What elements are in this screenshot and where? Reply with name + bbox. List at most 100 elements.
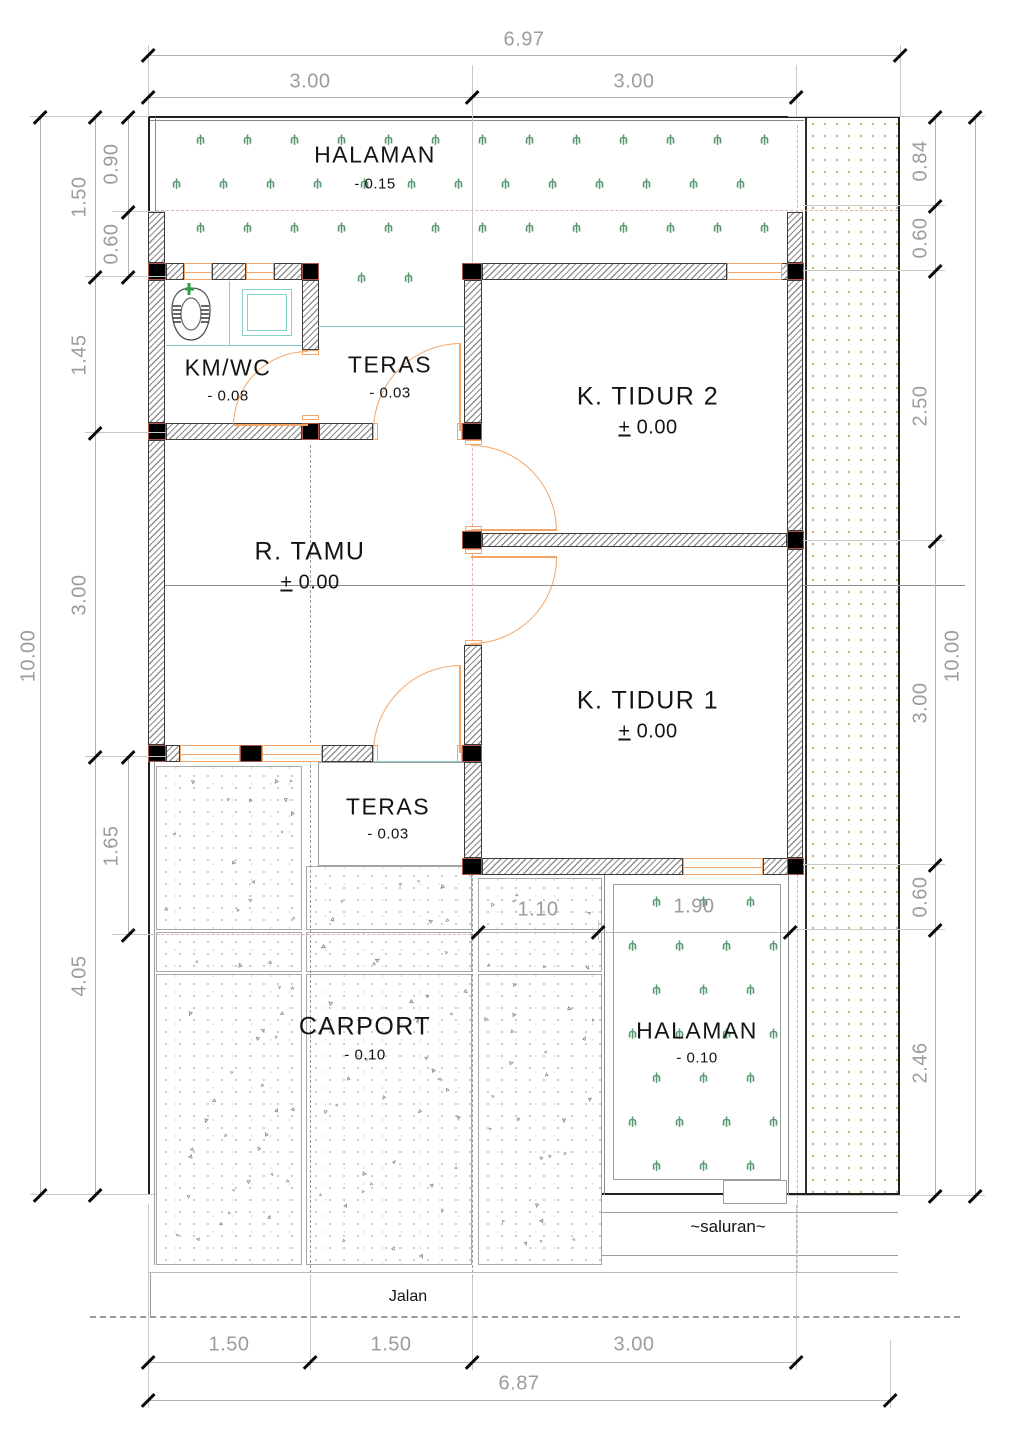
dim-bottom: 1.50 — [370, 1333, 412, 1356]
grass-icon: ψ — [478, 134, 488, 148]
door-jamb — [465, 549, 482, 554]
extension-line — [796, 65, 797, 117]
wall-segment — [212, 263, 246, 280]
grass-icon: ψ — [746, 896, 756, 910]
window — [683, 858, 763, 875]
concrete-mark-icon: ▵ — [429, 1182, 435, 1191]
concrete-mark-icon: ▵ — [247, 796, 255, 805]
kmwc-floor-line — [229, 281, 230, 345]
concrete-mark-icon: ▵ — [538, 1238, 545, 1245]
gravel-strip-right — [805, 118, 899, 1195]
extension-line — [112, 934, 160, 935]
concrete-mark-icon: ▵ — [333, 1101, 340, 1109]
concrete-mark-icon: ▵ — [543, 1070, 549, 1079]
door-arc — [373, 665, 461, 753]
concrete-mark-icon: ▵ — [489, 1094, 497, 1099]
carport-slab: ▵▵▵ — [156, 932, 302, 972]
grass-icon: ψ — [525, 134, 535, 148]
wall-segment — [319, 423, 373, 440]
grass-icon: ψ — [769, 1116, 779, 1130]
door-arc — [471, 445, 557, 531]
concrete-mark-icon: ▵ — [176, 1231, 180, 1238]
grass-icon: ψ — [642, 178, 652, 192]
curb-line — [148, 1272, 898, 1273]
grid-dashed-line — [310, 445, 311, 1318]
concrete-mark-icon: ▵ — [443, 950, 450, 956]
concrete-mark-icon: ▵ — [424, 916, 434, 925]
dim-left: 4.05 — [68, 955, 91, 997]
concrete-mark-icon: ▵ — [274, 1106, 280, 1115]
concrete-mark-icon: ▵ — [508, 1029, 516, 1035]
dim-line — [40, 117, 41, 1195]
concrete-mark-icon: ▵ — [390, 1158, 398, 1166]
concrete-mark-icon: ▵ — [265, 1214, 273, 1221]
dim-line — [975, 117, 976, 1196]
yard-edge — [788, 875, 789, 1195]
wall-segment — [482, 858, 683, 875]
teras-bottom-slab — [318, 762, 472, 866]
dim-right: 0.60 — [909, 876, 932, 918]
door-arc — [471, 558, 557, 644]
grass-icon: ψ — [722, 1116, 732, 1130]
room-elev-halaman-bottom: - 0.10 — [676, 1049, 718, 1067]
concrete-mark-icon: ▵ — [230, 1187, 237, 1194]
grass-icon: ψ — [746, 984, 756, 998]
extension-line — [310, 1276, 311, 1370]
dim-right: 0.60 — [909, 217, 932, 259]
dim-bottom: 3.00 — [613, 1333, 655, 1356]
column — [462, 531, 482, 549]
site-boundary-top-inner — [148, 120, 804, 121]
concrete-mark-icon: ▵ — [278, 1010, 286, 1017]
carport-slab: ▵▵▵▵ — [478, 878, 602, 930]
grass-icon: ψ — [595, 178, 605, 192]
grass-icon: ψ — [454, 178, 464, 192]
room-label-halaman-top: HALAMAN — [314, 141, 436, 168]
concrete-mark-icon: ▵ — [229, 860, 239, 866]
extension-line — [472, 65, 473, 263]
carport-slab: ▵▵▵ — [478, 932, 602, 972]
grass-icon: ψ — [628, 940, 638, 954]
concrete-mark-icon: ▵ — [534, 1200, 540, 1211]
grass-icon: ψ — [404, 272, 414, 286]
grass-icon: ψ — [431, 222, 441, 236]
concrete-mark-icon: ▵ — [428, 1064, 438, 1075]
road-centerline — [90, 1316, 960, 1318]
concrete-mark-icon: ▵ — [536, 1154, 545, 1161]
grass-icon: ψ — [769, 1028, 779, 1042]
concrete-mark-icon: ▵ — [252, 1033, 262, 1042]
concrete-mark-icon: ▵ — [283, 796, 289, 806]
grass-icon: ψ — [290, 222, 300, 236]
concrete-mark-icon: ▵ — [273, 1034, 280, 1041]
concrete-mark-icon: ▵ — [338, 899, 345, 904]
extension-line — [803, 864, 945, 865]
wall-segment — [322, 745, 373, 762]
dim-left: 1.50 — [68, 176, 91, 218]
grass-icon: ψ — [746, 1072, 756, 1086]
room-elev-halaman-top: - 0.15 — [354, 175, 396, 193]
concrete-mark-icon: ▵ — [325, 998, 335, 1008]
setback-line-top — [156, 210, 898, 211]
concrete-mark-icon: ▵ — [546, 1153, 553, 1160]
dim-bottom: 1.50 — [208, 1333, 250, 1356]
concrete-mark-icon: ▵ — [510, 980, 518, 989]
column — [462, 423, 482, 440]
carport-slab: ▵▵▵▵▵▵▵▵▵▵▵▵▵▵▵▵▵▵▵▵▵▵▵▵▵▵▵▵ — [156, 974, 302, 1265]
dim-mid: 1.90 — [673, 895, 715, 918]
grass-icon: ψ — [628, 1116, 638, 1130]
concrete-mark-icon: ▵ — [415, 1107, 424, 1115]
concrete-mark-icon: ▵ — [488, 1125, 492, 1132]
concrete-mark-icon: ▵ — [236, 959, 243, 970]
concrete-mark-icon: ▵ — [234, 906, 241, 914]
concrete-mark-icon: ▵ — [184, 1153, 195, 1159]
concrete-mark-icon: ▵ — [262, 1128, 270, 1139]
concrete-mark-icon: ▵ — [587, 1096, 592, 1106]
window — [727, 263, 782, 280]
grass-icon: ψ — [619, 134, 629, 148]
window — [180, 745, 240, 762]
concrete-mark-icon: ▵ — [541, 965, 548, 970]
concrete-mark-icon: ▵ — [284, 1178, 292, 1185]
column — [240, 745, 262, 762]
grid-dashed-line — [472, 768, 473, 1318]
